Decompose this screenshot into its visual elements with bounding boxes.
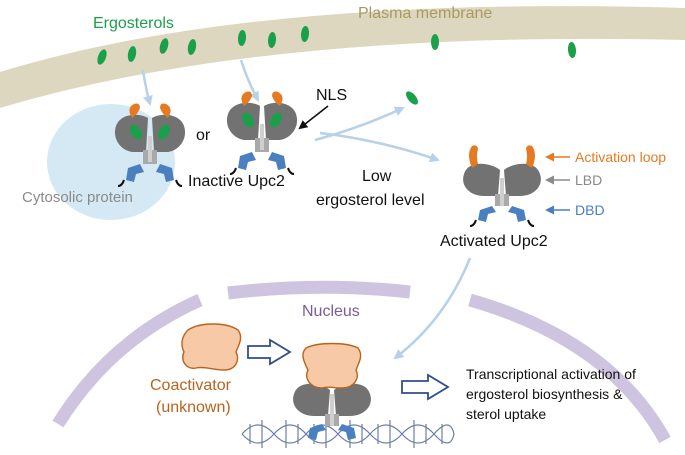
upc2-inactive <box>225 91 299 175</box>
hollow-arrow-coactivator <box>247 338 292 366</box>
nucleus-label: Nucleus <box>302 303 360 320</box>
hollow-arrow-transcription <box>401 373 450 401</box>
coactivator-label-1: Coactivator <box>150 377 232 394</box>
plasma-membrane <box>0 6 685 108</box>
cytosolic-protein-label: Cytosolic protein <box>22 189 133 206</box>
lbd-label: LBD <box>575 172 602 188</box>
ergosterol-molecules <box>97 26 577 65</box>
coactivator-shape <box>181 323 242 371</box>
activated-upc2-label: Activated Upc2 <box>440 233 548 250</box>
nls-label: NLS <box>316 87 347 104</box>
ergosterols-label: Ergosterols <box>93 15 174 32</box>
low-ergosterol-label-2: ergosterol level <box>316 192 425 209</box>
nuclear-envelope <box>52 280 671 444</box>
plasma-membrane-label: Plasma membrane <box>358 5 492 22</box>
transcription-label-2: ergosterol biosynthesis & <box>466 386 623 402</box>
upc2-inactive-cytosolic <box>113 103 187 187</box>
inactive-upc2-label: Inactive Upc2 <box>188 173 285 190</box>
or-label: or <box>196 127 211 144</box>
nls-arrow <box>298 105 329 130</box>
low-ergosterol-label-1: Low <box>362 168 392 185</box>
arrow-ergosterol-to-cytosolic <box>141 69 153 106</box>
transcription-label-3: sterol uptake <box>466 406 546 422</box>
arrow-ergosterol-to-upc2 <box>239 59 260 102</box>
coactivator-label-2: (unknown) <box>156 399 231 416</box>
activation-loop-label: Activation loop <box>575 149 666 165</box>
upc2-coactivator-complex <box>293 342 371 440</box>
released-ergosterol <box>406 91 418 105</box>
arrow-into-nucleus <box>393 257 472 360</box>
arrow-release-ergosterol <box>314 106 405 142</box>
dbd-label: DBD <box>575 202 605 218</box>
upc2-activated <box>463 145 541 227</box>
arrow-to-activated <box>319 131 440 163</box>
transcription-label-1: Transcriptional activation of <box>466 366 636 382</box>
dna-helix <box>241 420 455 448</box>
